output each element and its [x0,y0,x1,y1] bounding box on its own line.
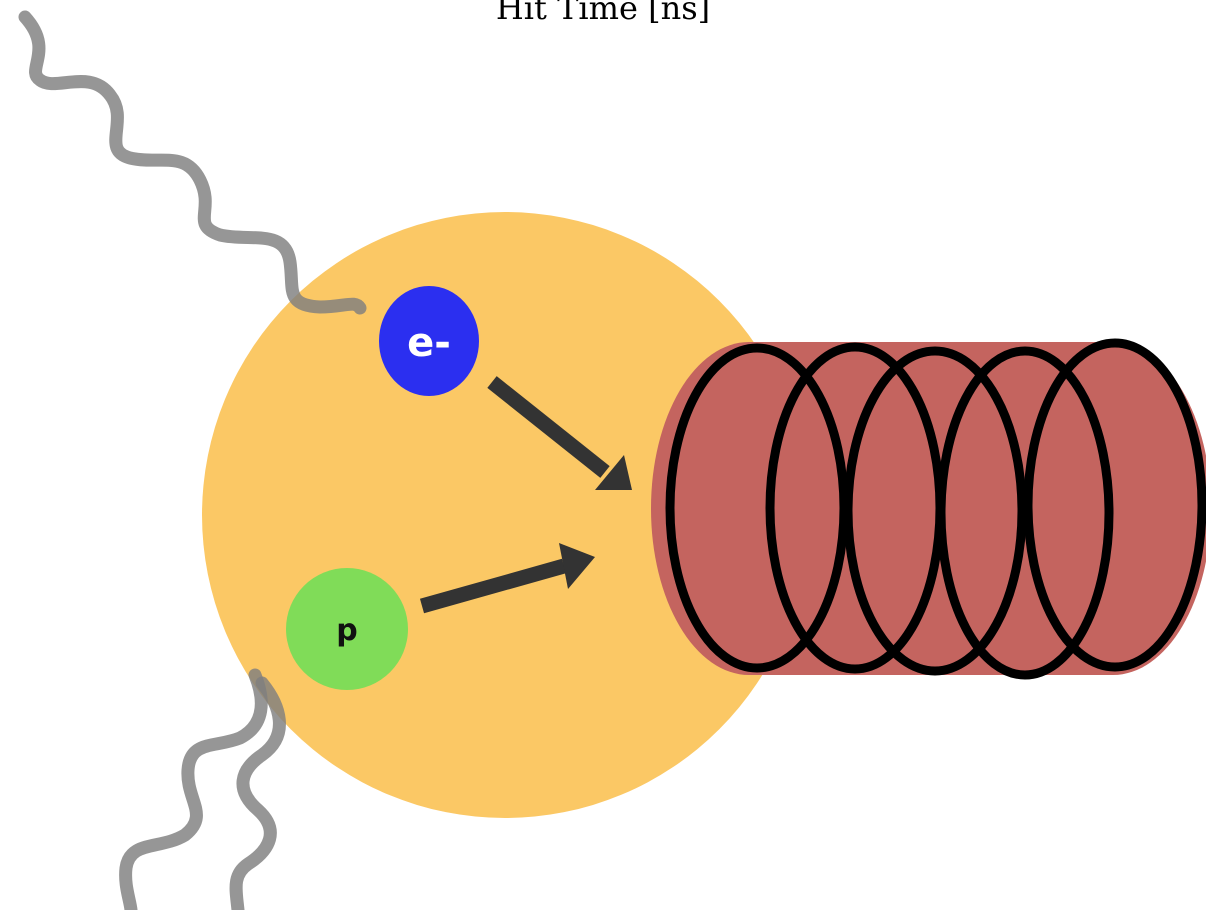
photon-icon [18,10,367,910]
electron-circle [379,286,479,396]
arrow-icon [419,543,595,614]
axis-title: Hit Time [ns] [495,0,711,27]
coil-loop [936,346,1114,680]
proton: p [286,568,408,690]
arrow-icon [487,376,632,490]
coil-loop [843,346,1027,676]
photon-wave-upper [18,10,367,315]
photon-wave-lower-1 [119,668,268,910]
proton-label: p [336,613,357,648]
electron: e- [379,286,479,396]
coil-loop [1023,338,1206,672]
proton-circle [286,568,408,690]
photon-wave-lower-2 [229,676,286,910]
electron-label: e- [407,320,451,366]
solenoid-coil-icon [665,338,1206,680]
solenoid-body [651,342,1206,675]
